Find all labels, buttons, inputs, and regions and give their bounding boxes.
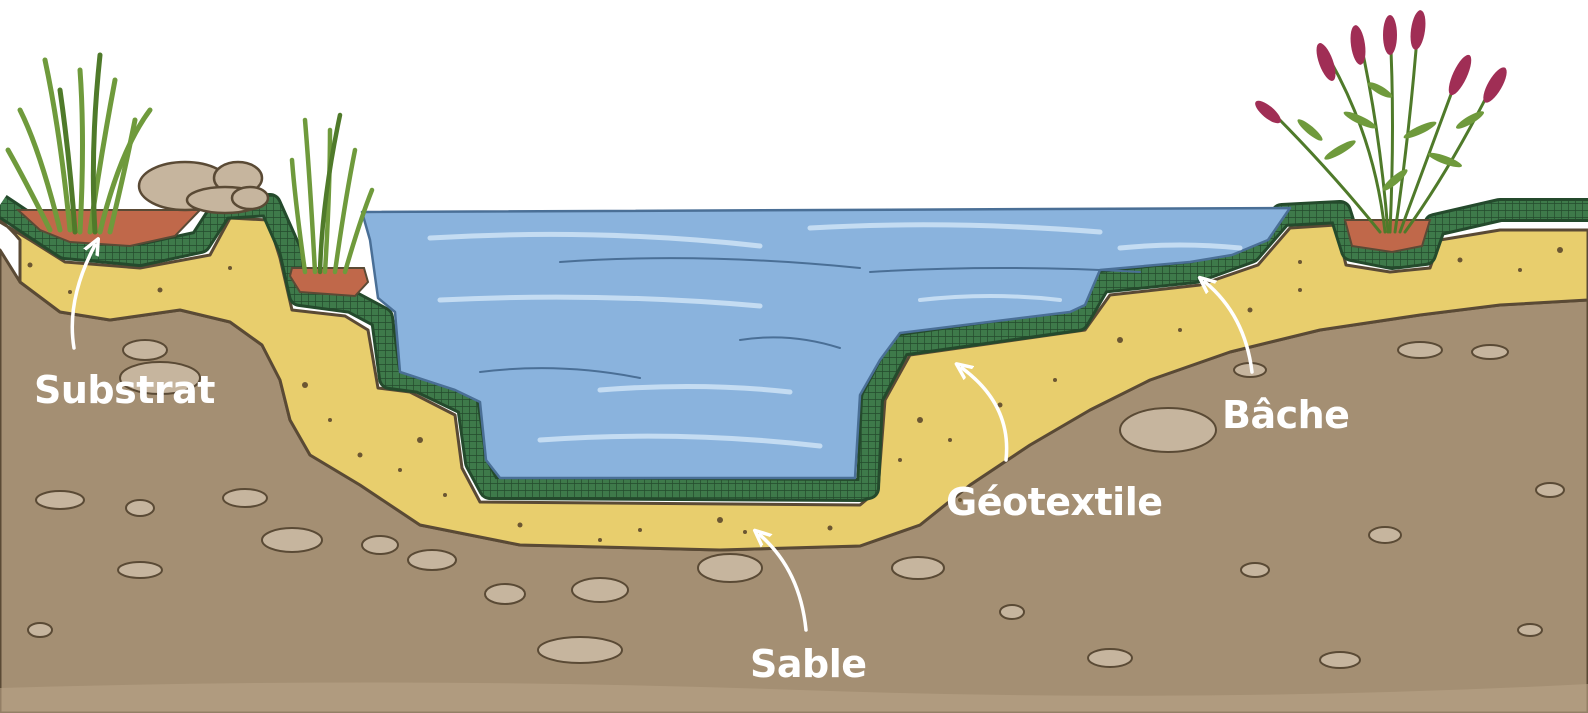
substrate-pocket-middle (290, 268, 368, 296)
label-substrat: Substrat (34, 368, 215, 412)
label-bache: Bâche (1222, 393, 1349, 437)
label-geotextile: Géotextile (946, 480, 1163, 524)
label-sable: Sable (750, 642, 867, 686)
flower-spikes (1252, 9, 1511, 127)
bank-stones (139, 162, 268, 213)
reed-plant-left (8, 55, 150, 232)
reed-plant-middle (292, 115, 372, 272)
